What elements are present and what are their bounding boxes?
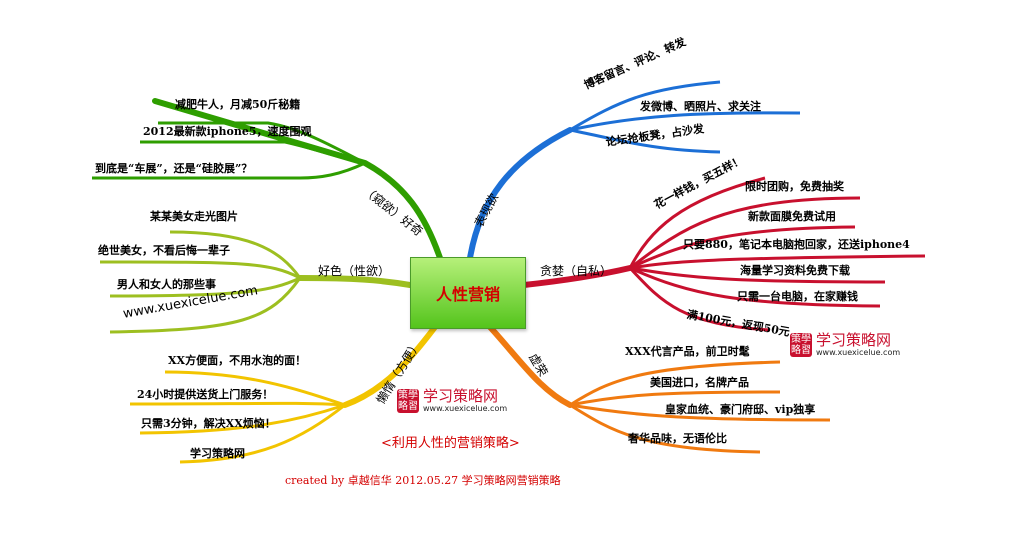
logo-url: www.xuexicelue.com [816,348,901,357]
category-lust: 好色（性欲） [318,264,391,278]
item-vanity-4: 奢华品味，无语伦比 [628,432,727,445]
category-greed: 贪婪（自私） [540,264,613,278]
sub-line [569,403,761,454]
item-greed-3: 新款面膜免费试用 [748,210,836,223]
sub-line [629,225,856,270]
logo-seal: 策學略習 [790,332,812,357]
sub-line [569,360,781,407]
sub-line [158,121,366,165]
item-show-2: 发微博、晒照片、求关注 [640,100,761,113]
sub-line [164,370,346,407]
sub-line [92,161,366,180]
sub-line [629,266,886,284]
item-greed-6: 只需一台电脑，在家赚钱 [737,290,858,303]
item-greed-2: 限时团购，免费抽奖 [745,180,844,193]
item-curiosity-2: 2012最新款iphone5，速度围观 [143,125,312,138]
item-curiosity-3: 到底是“车展”，还是“硅胶展”？ [95,162,253,175]
branch-vanity [487,324,573,408]
item-lust-2: 绝世美女，不看后悔一辈子 [98,244,230,257]
sub-line [169,230,302,279]
logo-url: www.xuexicelue.com [423,404,508,413]
item-greed-5: 海量学习资料免费下载 [740,264,850,277]
sub-line [569,80,721,132]
branch-curiosity [152,98,443,261]
item-lazy-2: 24小时提供送货上门服务！ [137,388,274,401]
item-lust-1: 某某美女走光图片 [150,210,238,223]
sub-line [109,276,301,298]
item-curiosity-1: 减肥牛人，月减50斤秘籍 [175,98,301,111]
central-topic: 人性营销 [410,257,526,329]
branch-greed [521,265,633,288]
branch-lust [297,275,413,288]
sub-line [109,277,302,334]
logo-name: 学习策略网 [816,331,892,349]
logo-name: 学习策略网 [423,387,499,405]
credit-line: created by 卓越信华 2012.05.27 学习策略网营销策略 [285,474,561,487]
item-lust-3: 男人和女人的那些事 [117,278,216,291]
sub-line [629,196,861,270]
sub-line [629,254,926,270]
subtitle: <利用人性的营销策略> [381,436,520,451]
sub-line [569,111,801,132]
item-vanity-1: XXX代言产品，前卫时髦 [625,345,750,358]
item-lazy-1: XX方便面，不用水泡的面！ [168,354,307,367]
sub-line [139,403,346,435]
sub-line [140,140,366,165]
sub-line [129,401,346,407]
sub-line [569,390,781,407]
item-lazy-3: 只需3分钟，解决XX烦恼！ [141,417,276,430]
item-vanity-2: 美国进口，名牌产品 [650,376,749,389]
item-lazy-4: 学习策略网 [190,447,245,460]
item-greed-4: 只要880，笔记本电脑抱回家，还送iphone4 [683,238,910,251]
item-vanity-3: 皇家血统、豪门府邸、vip独享 [665,403,816,416]
sub-line [569,403,831,422]
sub-line [629,266,881,308]
sub-line [99,260,301,280]
sub-line [569,128,721,154]
sub-line [179,403,346,464]
branch-lazy [342,324,438,408]
site-logo-center: 策學略習 学习策略网 www.xuexicelue.com [397,388,507,413]
sub-line [628,266,771,332]
branch-show [467,127,573,261]
logo-seal: 策學略習 [397,388,419,413]
sub-line [628,176,766,269]
site-logo-right: 策學略習 学习策略网 www.xuexicelue.com [790,332,900,357]
